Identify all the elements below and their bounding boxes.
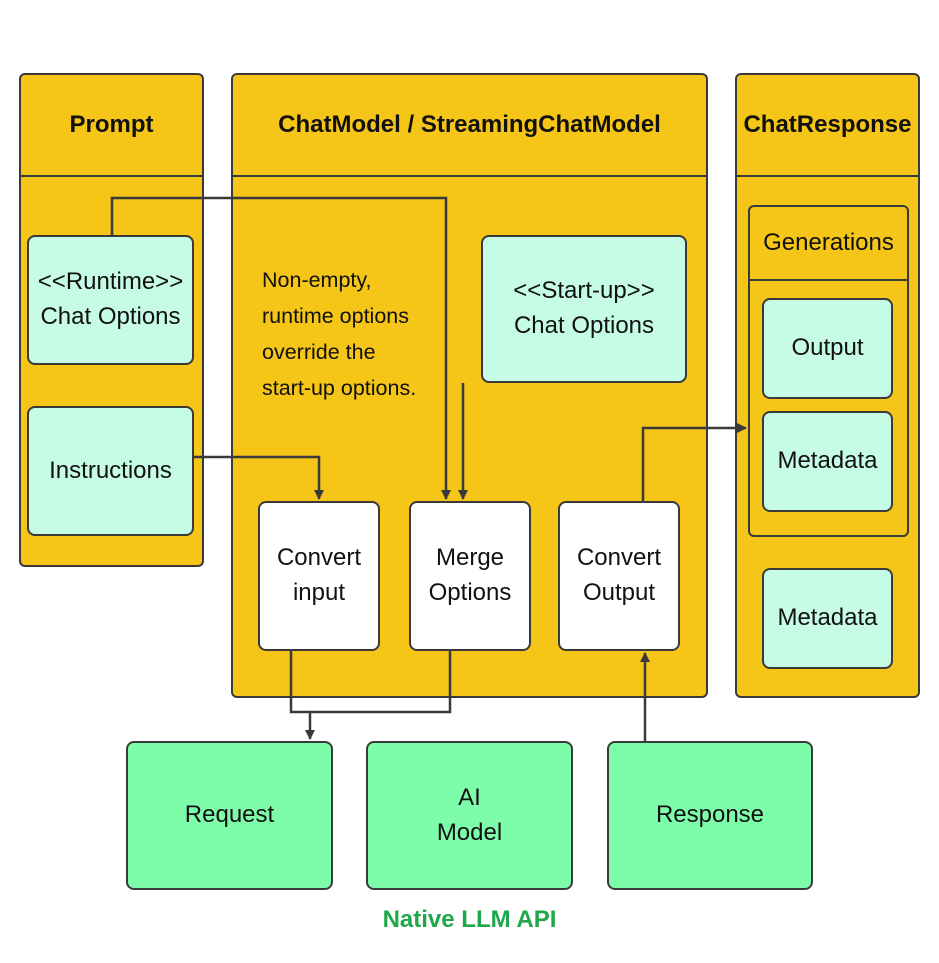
runtime-to-merge-arrow bbox=[110, 196, 451, 500]
instructions-box: Instructions bbox=[27, 406, 194, 536]
chat-model-title: ChatModel / StreamingChatModel bbox=[233, 75, 706, 177]
prompt-title: Prompt bbox=[21, 75, 202, 177]
generations-group: Generations bbox=[748, 205, 909, 537]
merge-options-box: Merge Options bbox=[409, 501, 531, 651]
request-box: Request bbox=[126, 741, 333, 890]
response-box: Response bbox=[607, 741, 813, 890]
generation-metadata-box: Metadata bbox=[762, 411, 893, 512]
chat-response-title: ChatResponse bbox=[737, 75, 918, 177]
startup-chat-options-box: <<Start-up>> Chat Options bbox=[481, 235, 687, 383]
convert-input-box: Convert input bbox=[258, 501, 380, 651]
instructions-to-convert-arrow bbox=[194, 455, 324, 500]
convert-output-to-generations-arrow bbox=[641, 423, 747, 501]
output-box: Output bbox=[762, 298, 893, 399]
ai-model-box: AI Model bbox=[366, 741, 573, 890]
convert-input-to-request-arrow bbox=[289, 651, 315, 740]
native-llm-api-label: Native LLM API bbox=[382, 906, 557, 933]
generations-title: Generations bbox=[750, 207, 907, 281]
override-note: Non-empty, runtime options override the … bbox=[262, 268, 417, 400]
runtime-chat-options-box: <<Runtime>> Chat Options bbox=[27, 235, 194, 365]
merge-to-request-line bbox=[310, 651, 452, 714]
convert-output-box: Convert Output bbox=[558, 501, 680, 651]
response-metadata-box: Metadata bbox=[762, 568, 893, 669]
